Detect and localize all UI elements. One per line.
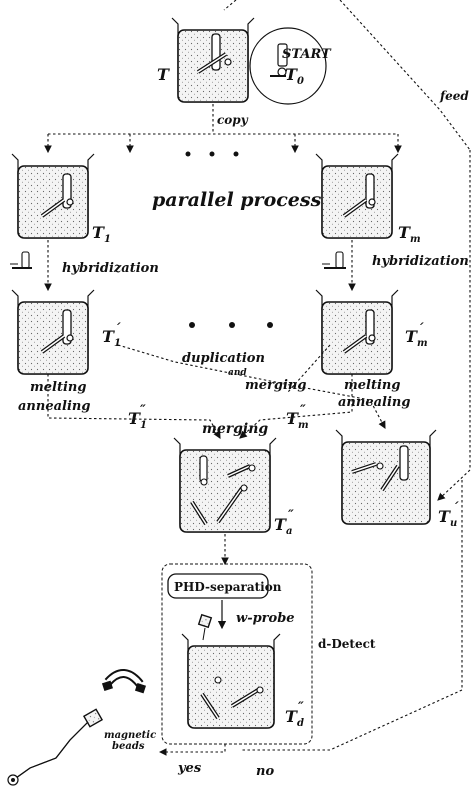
label-tup-sub: u (450, 518, 457, 529)
label-phd: PHD-separation (174, 580, 282, 594)
probe-icon (270, 43, 288, 77)
label-magnetic: magnetic (104, 730, 156, 741)
d-detect-box (161, 563, 313, 745)
start-circle (249, 27, 327, 105)
ellipsis-mid (189, 322, 273, 328)
magnetic-bead-chain (7, 708, 104, 786)
label-tmpp: T (286, 409, 299, 428)
label-tmp: T (405, 327, 418, 346)
label-annealing-right: annealing (338, 395, 410, 410)
label-t1: T (92, 223, 105, 242)
label-t1pp-sub: 1 (140, 420, 147, 431)
label-tmp-prime: ´ (417, 322, 424, 337)
label-tmpp-dprime: ″ (300, 403, 306, 418)
label-tapp-sub: a (286, 526, 292, 537)
magnet-icon (101, 669, 146, 694)
label-tmp-sub: m (417, 338, 428, 349)
label-t0-sub: 0 (297, 76, 304, 87)
label-parallel: parallel processing (152, 189, 356, 211)
label-tdpp-dprime: ″ (298, 700, 304, 715)
beaker-tm-prime (315, 289, 399, 375)
label-melting-right: melting (344, 378, 400, 393)
label-copy: copy (217, 113, 249, 127)
label-and: and (228, 368, 247, 378)
beaker-tu-prime (335, 429, 437, 525)
label-t1pp: T (128, 409, 141, 428)
label-tdpp-sub: d (297, 718, 304, 729)
label-t1p: T (102, 327, 115, 346)
beaker-tm (315, 153, 399, 239)
ellipsis-top (185, 151, 239, 157)
probe-icon-left (10, 251, 32, 269)
label-annealing-left: annealing (18, 399, 90, 414)
label-tup: T (438, 507, 451, 526)
label-duplication: duplication (182, 351, 265, 366)
label-tapp: T (274, 515, 287, 534)
label-t: T (157, 65, 170, 84)
label-ddetect: d-Detect (318, 637, 376, 651)
label-t1p-sub: 1 (114, 338, 121, 349)
label-wprobe: w-probe (236, 611, 295, 626)
label-tm: T (398, 223, 411, 242)
label-t1pp-dprime: ″ (140, 403, 146, 418)
label-merging-center: merging (202, 421, 268, 437)
label-melting-left: melting (30, 380, 86, 395)
beaker-ta-dprime (173, 437, 277, 533)
label-no: no (256, 764, 274, 779)
dna-strand-icon (196, 33, 232, 74)
label-yes: yes (177, 761, 202, 776)
label-hyb-left: hybridization (62, 261, 159, 276)
label-beads: beads (112, 741, 145, 752)
label-tm-sub: m (410, 234, 421, 245)
label-tapp-dprime: ″ (288, 508, 294, 523)
label-feed: feed (439, 89, 469, 103)
label-tmpp-sub: m (298, 420, 309, 431)
label-start: START (282, 47, 332, 62)
label-t0: T (285, 65, 298, 84)
label-t1-sub: 1 (104, 234, 111, 245)
label-tdpp: T (285, 707, 298, 726)
probe-icon-right (322, 251, 346, 269)
label-tup-prime: ´ (452, 501, 459, 516)
label-merging-mid: merging (245, 378, 306, 393)
beaker-t (171, 17, 255, 103)
beaker-td-dprime (181, 633, 281, 729)
label-t1p-prime: ´ (114, 322, 121, 337)
beaker-t1-prime (11, 289, 95, 375)
label-hyb-right: hybridization (372, 254, 469, 269)
magnetic-bead-icon (197, 613, 213, 641)
beaker-t1 (11, 153, 95, 239)
phd-separation-box (167, 573, 269, 599)
